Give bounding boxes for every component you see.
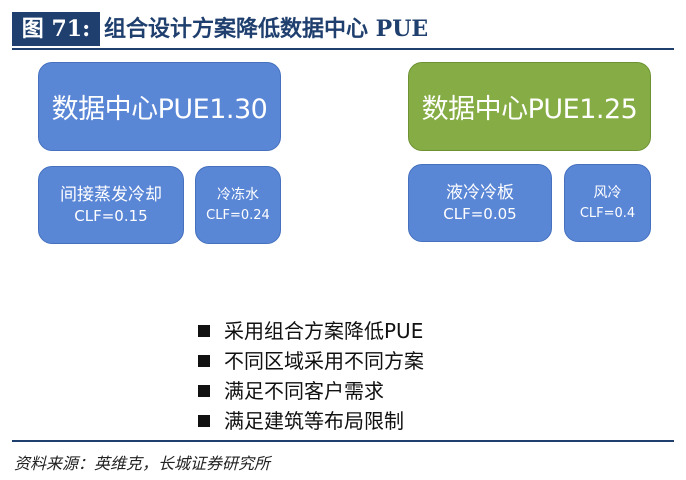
list-item: 满足不同客户需求 (198, 376, 424, 406)
square-bullet-icon (198, 385, 210, 397)
left-main-box: 数据中心PUE1.30 (38, 62, 281, 151)
component-name: 冷冻水 (217, 186, 259, 203)
component-clf: CLF=0.4 (579, 205, 636, 221)
list-item: 采用组合方案降低PUE (198, 316, 424, 346)
bullet-text: 不同区域采用不同方案 (224, 349, 424, 373)
component-name: 间接蒸发冷却 (60, 184, 162, 205)
figure-number: 图 71: (12, 12, 100, 46)
left-main-label: 数据中心PUE1.30 (51, 94, 268, 125)
square-bullet-icon (198, 325, 210, 337)
bullet-list: 采用组合方案降低PUE 不同区域采用不同方案 满足不同客户需求 满足建筑等布局限… (198, 316, 424, 436)
component-clf: CLF=0.15 (74, 206, 148, 225)
bullet-text: 满足不同客户需求 (224, 379, 384, 403)
right-main-box: 数据中心PUE1.25 (408, 62, 651, 151)
list-item: 不同区域采用不同方案 (198, 346, 424, 376)
figure-header: 图 71: 组合设计方案降低数据中心 PUE (12, 12, 674, 46)
right-component-box-2: 风冷 CLF=0.4 (564, 164, 651, 242)
footer-rule (12, 440, 674, 442)
header-rule (12, 48, 674, 50)
right-component-box-1: 液冷冷板 CLF=0.05 (408, 164, 552, 242)
right-main-label: 数据中心PUE1.25 (421, 94, 638, 125)
component-name: 液冷冷板 (446, 182, 514, 203)
square-bullet-icon (198, 355, 210, 367)
square-bullet-icon (198, 415, 210, 427)
bullet-text: 采用组合方案降低PUE (224, 319, 424, 343)
component-clf: CLF=0.24 (206, 207, 270, 223)
source-note: 资料来源：英维克，长城证券研究所 (14, 454, 271, 473)
component-clf: CLF=0.05 (443, 204, 517, 223)
bullet-text: 满足建筑等布局限制 (224, 409, 404, 433)
left-component-box-2: 冷冻水 CLF=0.24 (195, 166, 281, 244)
figure-title: 组合设计方案降低数据中心 PUE (104, 16, 429, 42)
list-item: 满足建筑等布局限制 (198, 406, 424, 436)
component-name: 风冷 (593, 184, 622, 201)
left-component-box-1: 间接蒸发冷却 CLF=0.15 (38, 166, 184, 244)
